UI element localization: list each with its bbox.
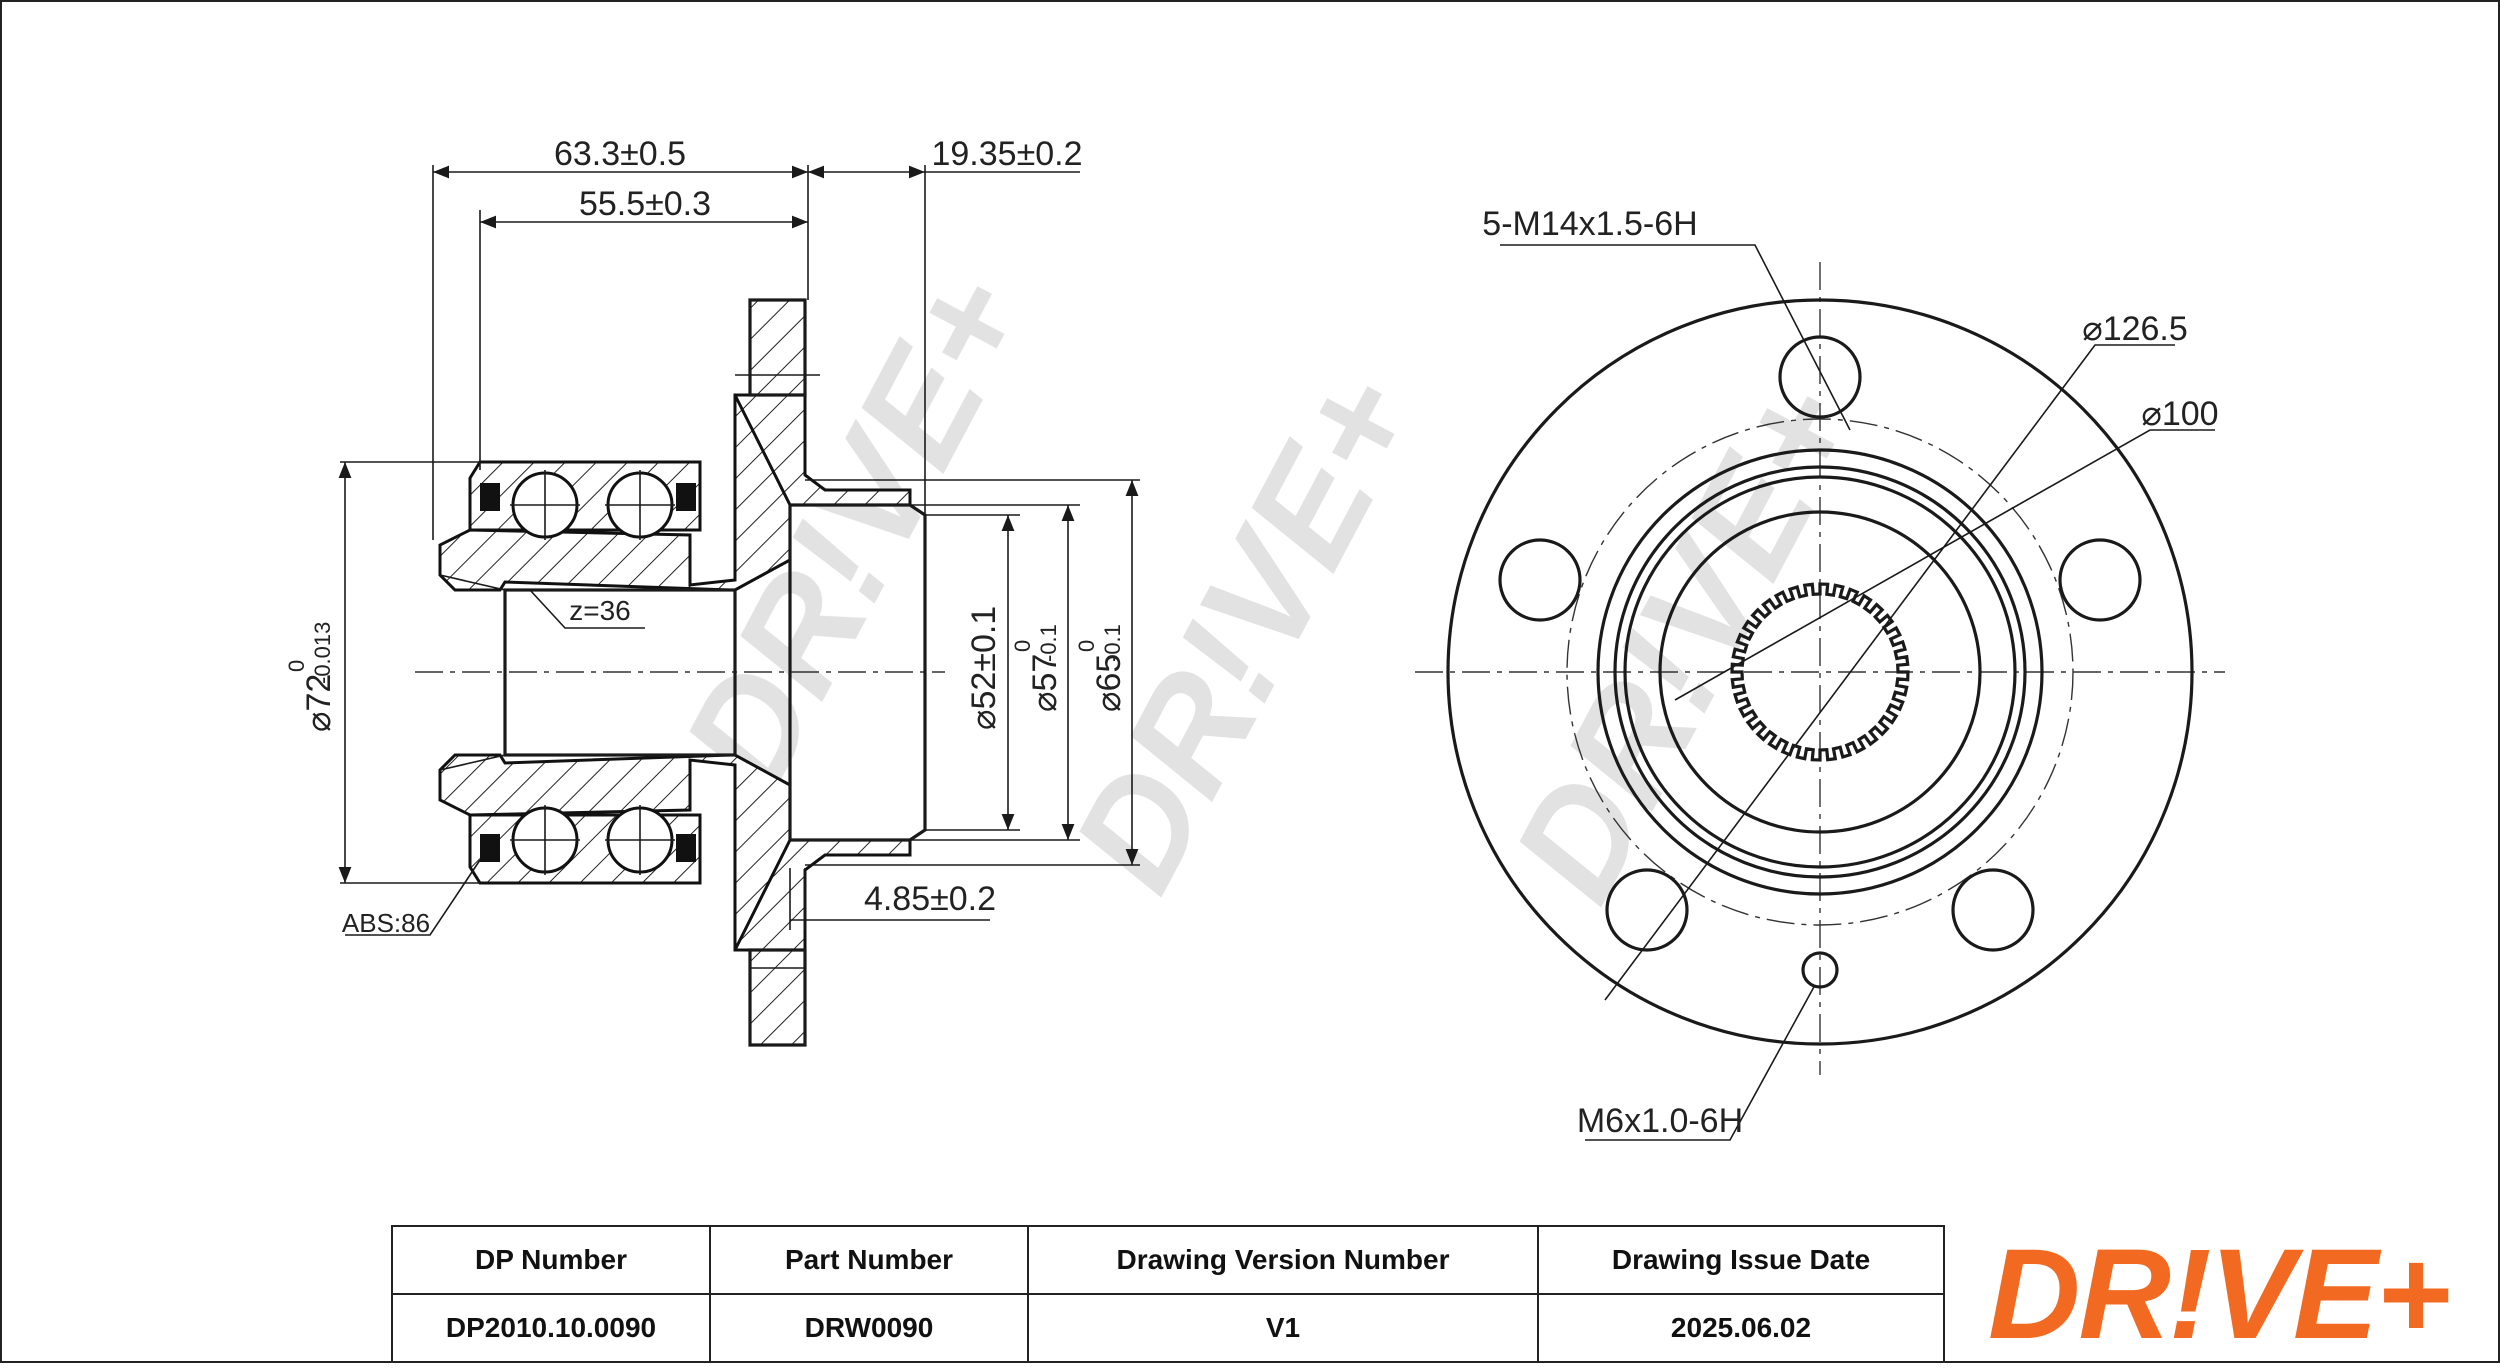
left-section-view: 63.3±0.5 55.5±0.3 19.35±0.2 z=36 4.85±0.…: [284, 135, 1140, 1047]
dim-studs: 5-M14x1.5-6H: [1482, 205, 1697, 243]
hub-lower: [438, 753, 792, 951]
spline-profile: [1730, 582, 1910, 762]
dim-pcd: ⌀126.5: [2082, 310, 2188, 348]
dim-d100: ⌀100: [2141, 395, 2218, 433]
stud-hole-lower: [748, 948, 807, 1047]
ball-upper-left: [510, 470, 580, 540]
screw-hole: [1801, 951, 1839, 989]
dim-bearing-length: 55.5±0.3: [579, 185, 711, 223]
stud-hole-upper: [748, 298, 807, 397]
svg-text:⌀65: ⌀65: [1090, 654, 1128, 712]
seal-upper-left: [480, 483, 500, 511]
screw-leader: [1585, 984, 1816, 1141]
dim-spline-teeth: z=36: [569, 595, 631, 626]
logo-text: DR!VE+: [1988, 1222, 2451, 1366]
ball-lower-left: [510, 805, 580, 875]
pilot-mid: [1613, 465, 2027, 879]
ball-lower-right: [605, 805, 675, 875]
dim-screw: M6x1.0-6H: [1577, 1102, 1743, 1140]
dim-abs: ABS:86: [342, 908, 430, 938]
watermark-right: DR!VE+: [1480, 357, 1889, 925]
dim-pilot-52: ⌀52±0.1: [965, 606, 1003, 730]
svg-text:0: 0: [1074, 640, 1099, 652]
flange-outline: [1446, 298, 2194, 1046]
dim-overall-length: 63.3±0.5: [554, 135, 686, 173]
svg-text:-0.1: -0.1: [1100, 624, 1125, 662]
watermark-group: DR!VE+ DR!VE+ DR!VE+: [650, 247, 1889, 925]
value-dp-number: DP2010.10.0090: [391, 1293, 711, 1363]
seal-upper-right: [676, 483, 696, 511]
header-dp-number: DP Number: [391, 1225, 711, 1295]
title-block: DP Number Part Number Drawing Version Nu…: [391, 1225, 1945, 1363]
svg-text:-0.1: -0.1: [1036, 624, 1061, 662]
svg-text:⌀52±0.1: ⌀52±0.1: [965, 606, 1003, 730]
abs-leader: [345, 859, 481, 936]
title-block-header-row: DP Number Part Number Drawing Version Nu…: [391, 1225, 1945, 1295]
right-front-view: 5-M14x1.5-6H ⌀126.5 ⌀100 M6x1.0-6H: [1415, 205, 2225, 1141]
value-part-number: DRW0090: [709, 1293, 1029, 1363]
pcd-leader: [1604, 344, 2175, 1001]
spline-bore: [503, 588, 737, 757]
stud-holes: [1498, 335, 2142, 952]
dim-flange-thickness: 4.85±0.2: [864, 880, 996, 918]
seal-lower-left: [480, 834, 500, 862]
z-leader: [529, 589, 645, 629]
svg-text:0: 0: [284, 660, 309, 672]
stud-pitch-circle: [1566, 418, 2074, 926]
title-block-value-row: DP2010.10.0090 DRW0090 V1 2025.06.02: [391, 1293, 1945, 1363]
pilot-outer: [1596, 448, 2044, 896]
studs-leader: [1500, 244, 1851, 431]
header-part-number: Part Number: [709, 1225, 1029, 1295]
dim-pilot-57: ⌀57 -0.1 0: [1010, 624, 1064, 712]
pilot-inner: [1623, 475, 2017, 869]
seal-lower-right: [676, 834, 696, 862]
value-issue-date: 2025.06.02: [1537, 1293, 1945, 1363]
hub-upper: [438, 394, 792, 592]
header-issue-date: Drawing Issue Date: [1537, 1225, 1945, 1295]
svg-text:⌀72: ⌀72: [300, 674, 338, 732]
dim-bearing-od: ⌀72 -0.013 0: [284, 622, 338, 732]
svg-text:0: 0: [1010, 640, 1035, 652]
bore-ring: [1658, 510, 1982, 834]
d100-leader: [1674, 429, 2215, 701]
brand-logo: DR!VE+: [1937, 1223, 2500, 1366]
ball-upper-right: [605, 470, 675, 540]
pilot-outline: [790, 503, 927, 842]
svg-text:-0.013: -0.013: [310, 622, 335, 684]
dim-flange-offset: 19.35±0.2: [931, 135, 1082, 173]
svg-text:⌀57: ⌀57: [1026, 654, 1064, 712]
header-drawing-version: Drawing Version Number: [1027, 1225, 1539, 1295]
dim-pilot-65: ⌀65 -0.1 0: [1074, 624, 1128, 712]
value-drawing-version: V1: [1027, 1293, 1539, 1363]
